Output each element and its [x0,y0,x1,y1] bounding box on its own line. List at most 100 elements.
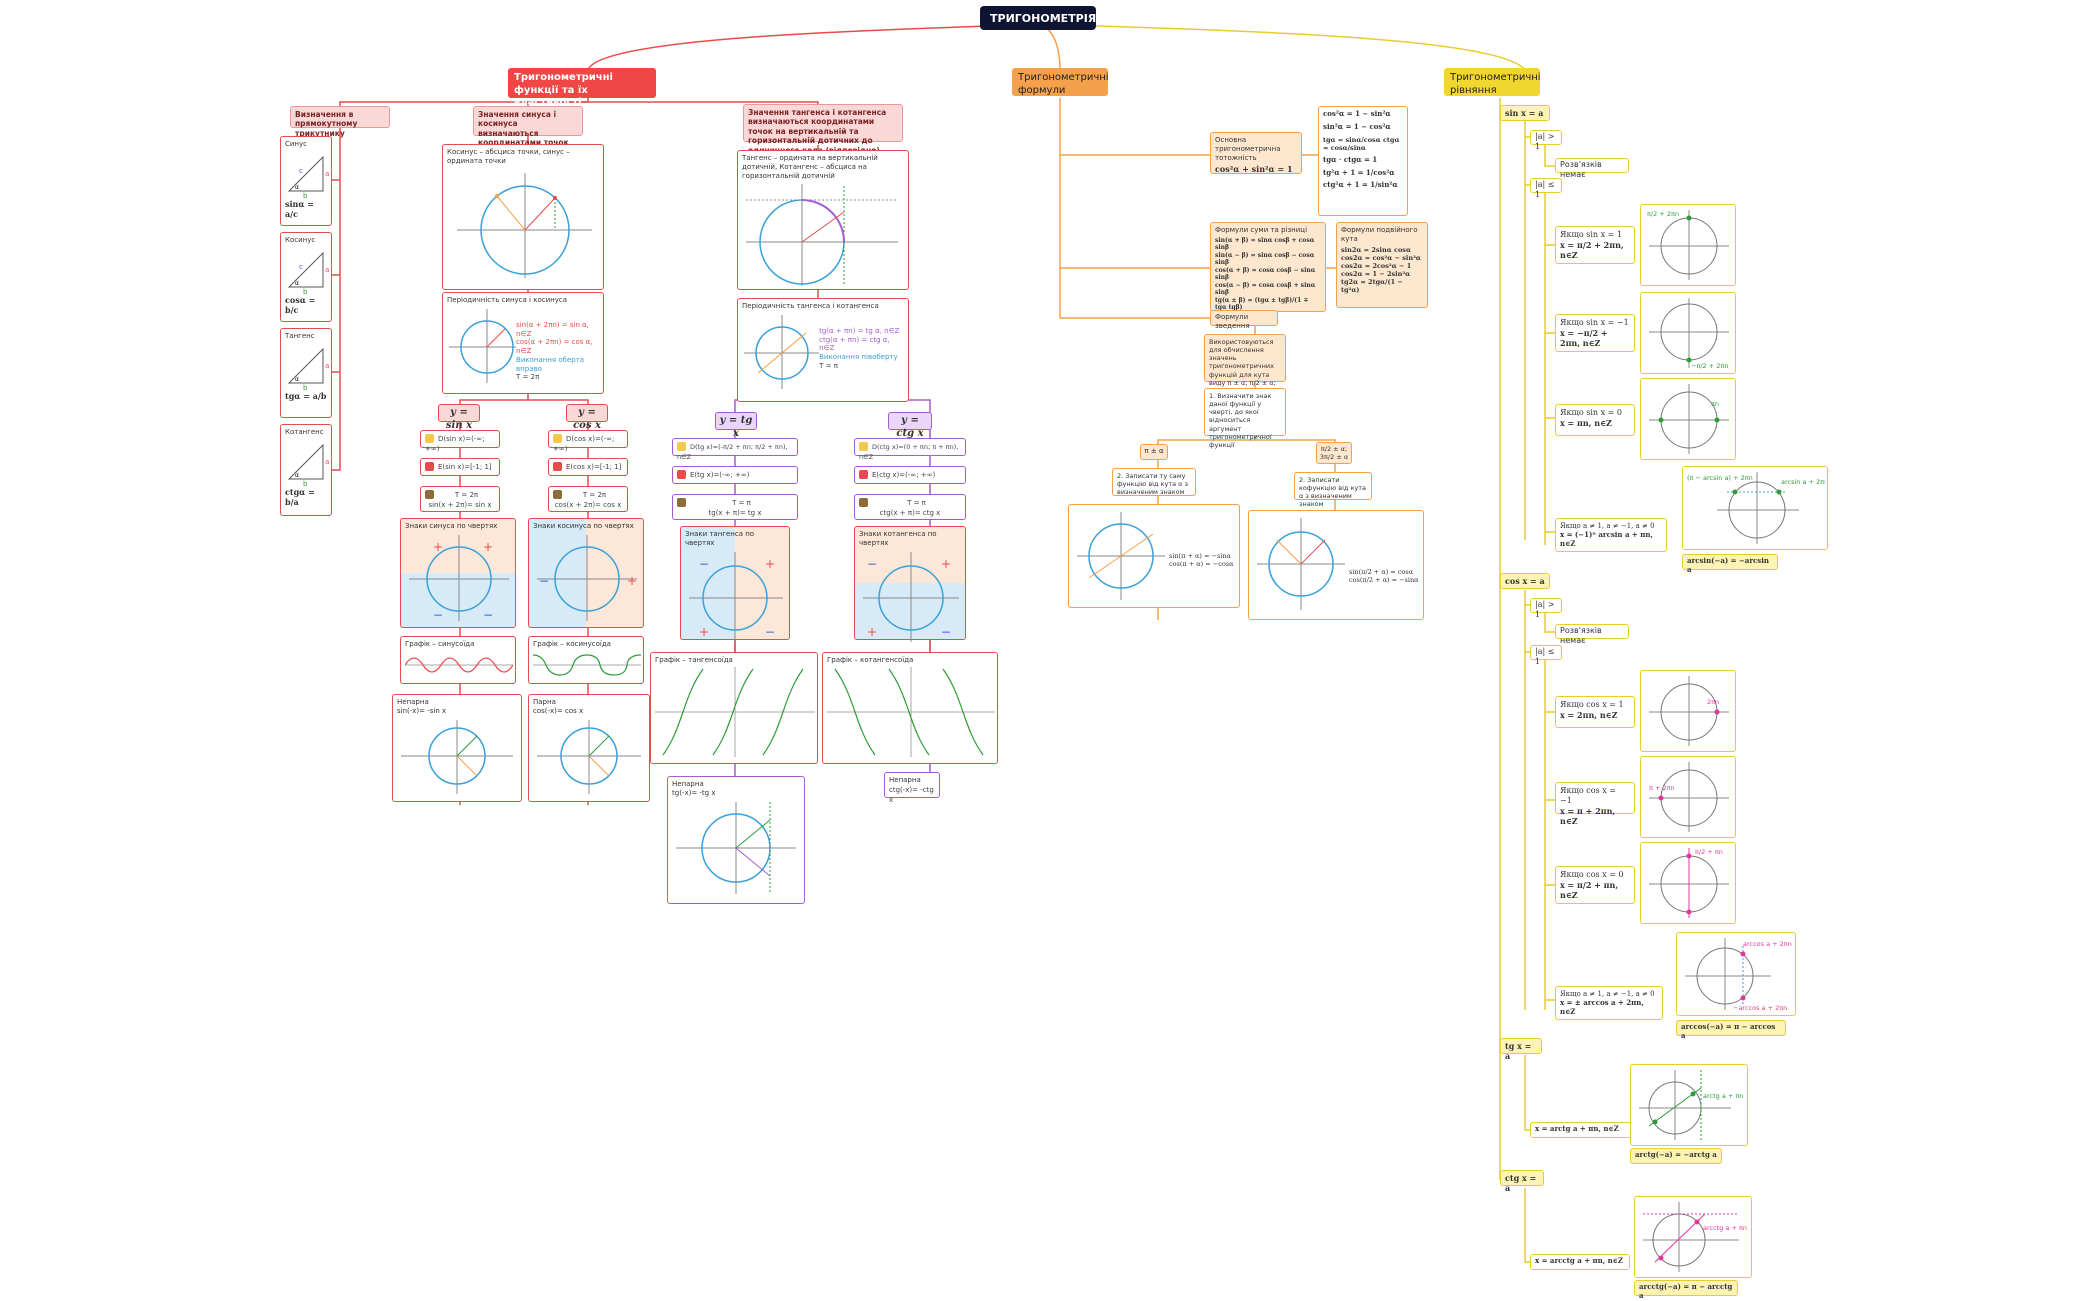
triangle-tangent-formula: tgα = a/b [285,390,327,401]
identity-formula: ctg²α + 1 = 1/sin²α [1323,180,1398,190]
lightbulb-icon [425,434,434,443]
eq-sin-condition: Якщо sin x = 0 [1560,408,1623,417]
unit-circle-icon: arccos a + 2πn−arccos a + 2πn [1685,938,1792,1012]
triangle-cotangent-formula: ctgα = b/a [285,486,315,507]
sin-graph-caption: Графік – синусоїда [405,640,475,648]
sincos-period-note: sin(α + 2πn) = sin α, n∈Z [516,320,589,338]
branch-functions[interactable]: Тригонометричні функції та їх властивост… [508,68,656,108]
lightbulb-icon [677,442,686,451]
reduction-case-a[interactable]: π ± α [1140,444,1168,460]
double-formula: cos2α = 2cos²α − 1 [1341,261,1412,270]
svg-text:b: b [303,192,308,199]
svg-text:a: a [325,170,329,178]
eq-cos-case-2: Якщо cos x = −1 x = π + 2πn, n∈Z [1555,782,1635,826]
ctg-parity-title: Непарна [889,776,921,784]
eq-ctg-title[interactable]: ctg x = a [1500,1170,1544,1193]
svg-text:α: α [295,472,299,479]
branch-formulas[interactable]: Тригонометричні формули [1012,68,1109,96]
eq-sin-case-1: Якщо sin x = 1 x = π/2 + 2πn, n∈Z [1555,226,1635,264]
identity-main-card[interactable]: Основна тригонометрична тотожність cos²α… [1210,132,1302,174]
eq-sin-tag: π/2 + 2πn [1647,210,1679,218]
eq-cos-solution: x = π + 2πn, n∈Z [1560,806,1616,826]
cos-graph-card: Графік – косинусоїда [528,636,644,684]
eq-sin-le1[interactable]: |a| ≤ 1 [1530,178,1562,199]
mindmap-root[interactable]: ТРИГОНОМЕТРІЯ [980,6,1096,30]
ctg-domain: D(ctg x)=(0 + πn; π + πn), n∈Z [854,438,966,461]
ctg-parity-formula: ctg(-x)= -ctg x [889,785,934,804]
tg-signs-caption: Знаки тангенса по чвертях [685,530,755,547]
sin-range: E(sin x)=[-1; 1] [420,458,500,476]
svg-text:b: b [303,288,308,295]
unit-circle-icon: ++−− [409,534,509,622]
sum-formula: tg(α ± β) = (tgα ± tgβ)/(1 ∓ tgα tgβ) [1215,296,1309,312]
unit-circle-icon: −π/2 + 2πn [1649,298,1729,370]
unit-circle-icon: arctg a + πn [1639,1070,1743,1140]
double-angle-card[interactable]: Формули подвійного кута sin2α = 2sinα co… [1336,222,1428,308]
svg-text:−: − [433,608,443,622]
identity-main-formula: cos²α + sin²α = 1 [1215,164,1293,175]
eq-sin-title[interactable]: sin x = a [1500,105,1550,121]
tg-function-title[interactable]: y = tg x [715,412,757,439]
eq-cos-condition: Якщо a ≠ 1, a ≠ −1, a ≠ 0 [1560,990,1655,998]
eq-sin-circle-1: π/2 + 2πn [1640,204,1736,286]
sum-formulas-card[interactable]: Формули суми та різниці sin(α + β) = sin… [1210,222,1326,312]
tgctg-unit-circle-card: Тангенс – ордината на вертикальній дотич… [737,150,909,290]
tgctg-period-card: Періодичність тангенса і котангенса tg(α… [737,298,909,402]
eq-cos-condition: Якщо cos x = 0 [1560,870,1624,879]
ctg-function-title[interactable]: y = ctg x [888,412,932,439]
eq-cos-case-3: Якщо cos x = 0 x = π/2 + πn, n∈Z [1555,866,1635,904]
triangle-header[interactable]: Визначення в прямокутному трикутнику [290,106,390,138]
eq-sin-gt1[interactable]: |a| > 1 [1530,130,1562,151]
eq-tg-solution: x = arctg a + πn, n∈Z [1530,1122,1634,1138]
tangentoid-icon [655,666,815,757]
eq-ctg-circle: arcctg a + πn [1634,1196,1752,1278]
svg-text:b: b [303,384,308,391]
identity-formula: tgα · ctgα = 1 [1323,154,1378,164]
right-triangle-icon: baα [287,347,329,391]
cos-signs-caption: Знаки косинуса по чвертях [533,522,634,530]
eq-sin-condition: Якщо sin x = 1 [1560,230,1623,239]
sincos-header[interactable]: Значення синуса і косинуса визначаються … [473,106,583,157]
eq-cos-gt1[interactable]: |a| > 1 [1530,598,1562,619]
svg-text:c: c [299,167,303,175]
eq-cos-tag: 2πn [1707,698,1719,706]
svg-text:+: + [483,540,493,554]
eq-tg-title[interactable]: tg x = a [1500,1038,1542,1061]
eq-sin-extra: arcsin(−a) = −arcsin a [1682,554,1778,574]
svg-text:+: + [699,625,709,639]
unit-circle-icon: π/2 + πn [1649,848,1729,918]
reduction-title[interactable]: Формули зведення [1210,310,1278,330]
sincos-period-caption: Періодичність синуса і косинуса [447,296,567,304]
rocket-icon [425,490,434,499]
tgctg-period-note: T = π [819,361,838,370]
sin-function-title[interactable]: y = sin x [438,404,480,431]
identity-formula: tg²α + 1 = 1/cos²α [1323,167,1395,177]
svg-text:−: − [941,625,951,639]
svg-text:α: α [295,280,299,287]
rocket-icon [859,498,868,507]
eq-sin-condition: Якщо a ≠ 1, a ≠ −1, a ≠ 0 [1560,522,1655,530]
branch-equations[interactable]: Тригонометричні рівняння [1444,68,1541,96]
eq-sin-circle-2: −π/2 + 2πn [1640,292,1736,374]
tgctg-header[interactable]: Значення тангенса і котангенса визначают… [743,104,903,155]
eq-cos-condition: Якщо cos x = −1 [1560,786,1616,805]
eq-sin-extra-tag: (π − arcsin a) + 2πn [1687,474,1753,482]
cos-function-title[interactable]: y = cos x [566,404,608,431]
sin-parity-card: Непарна sin(-x)= -sin x [392,694,522,802]
eq-cos-title[interactable]: cos x = a [1500,573,1550,589]
cotangentoid-icon [827,666,995,757]
reduction-case-b[interactable]: π/2 ± α; 3π/2 ± α [1316,442,1352,464]
eq-cos-case-1: Якщо cos x = 1 x = 2πn, n∈Z [1555,696,1635,728]
unit-circle-icon: π/2 + 2πn [1647,210,1729,280]
eq-sin-solution: x = π/2 + 2πn, n∈Z [1560,240,1624,260]
sin-signs-caption: Знаки синуса по чвертях [405,522,498,530]
eq-sin-circle-4: arcsin a + 2πn(π − arcsin a) + 2πn [1682,466,1828,550]
sincos-period-card: Періодичність синуса і косинуса sin(α + … [442,292,604,394]
eq-cos-le1[interactable]: |a| ≤ 1 [1530,645,1562,666]
reduction-example-a: sin(π + α) = −sinα cos(π + α) = −cosα [1068,504,1240,608]
